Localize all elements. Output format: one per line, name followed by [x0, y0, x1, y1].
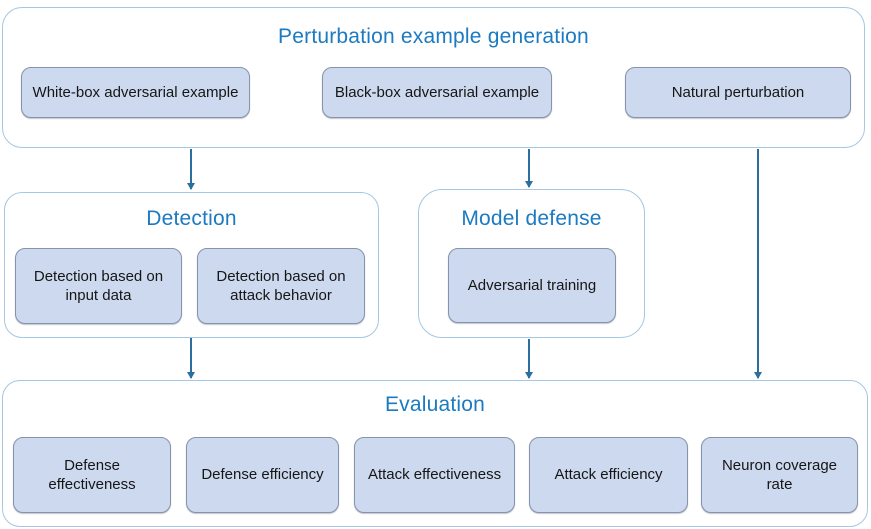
node-label: Defense effectiveness: [48, 456, 136, 494]
evaluation-title: Evaluation: [384, 393, 486, 416]
node-black-box-adversarial-example: Black-box adversarial example: [322, 67, 552, 118]
node-label: Neuron coverage rate: [721, 456, 838, 494]
node-label: Detection based on attack behavior: [216, 267, 346, 305]
node-attack-effectiveness: Attack effectiveness: [354, 437, 515, 513]
node-attack-efficiency: Attack efficiency: [529, 437, 688, 513]
node-adversarial-training: Adversarial training: [448, 248, 616, 323]
node-natural-perturbation: Natural perturbation: [625, 67, 851, 118]
generation-title: Perturbation example generation: [278, 25, 589, 48]
node-label: Attack effectiveness: [367, 466, 502, 484]
node-label: Detection based on input data: [33, 267, 164, 305]
arrow-generation-to-evaluation: [757, 149, 759, 378]
arrow-model-defense-to-evaluation: [528, 339, 530, 378]
node-white-box-adversarial-example: White-box adversarial example: [21, 67, 250, 118]
node-neuron-coverage-rate: Neuron coverage rate: [701, 437, 858, 513]
node-detection-input-data: Detection based on input data: [15, 248, 182, 324]
node-defense-efficiency: Defense efficiency: [186, 437, 339, 513]
node-defense-effectiveness: Defense effectiveness: [13, 437, 171, 513]
node-label: Attack efficiency: [554, 466, 663, 484]
arrow-generation-to-detection: [190, 149, 192, 189]
node-label: Defense efficiency: [201, 466, 324, 484]
arrow-generation-to-model-defense: [528, 149, 530, 187]
model-defense-title: Model defense: [461, 207, 602, 230]
node-label: Adversarial training: [467, 276, 597, 294]
detection-title: Detection: [146, 207, 237, 230]
node-label: Black-box adversarial example: [334, 83, 540, 101]
node-label: White-box adversarial example: [32, 83, 239, 101]
node-detection-attack-behavior: Detection based on attack behavior: [197, 248, 365, 324]
node-label: Natural perturbation: [671, 83, 805, 101]
arrow-detection-to-evaluation: [190, 338, 192, 378]
